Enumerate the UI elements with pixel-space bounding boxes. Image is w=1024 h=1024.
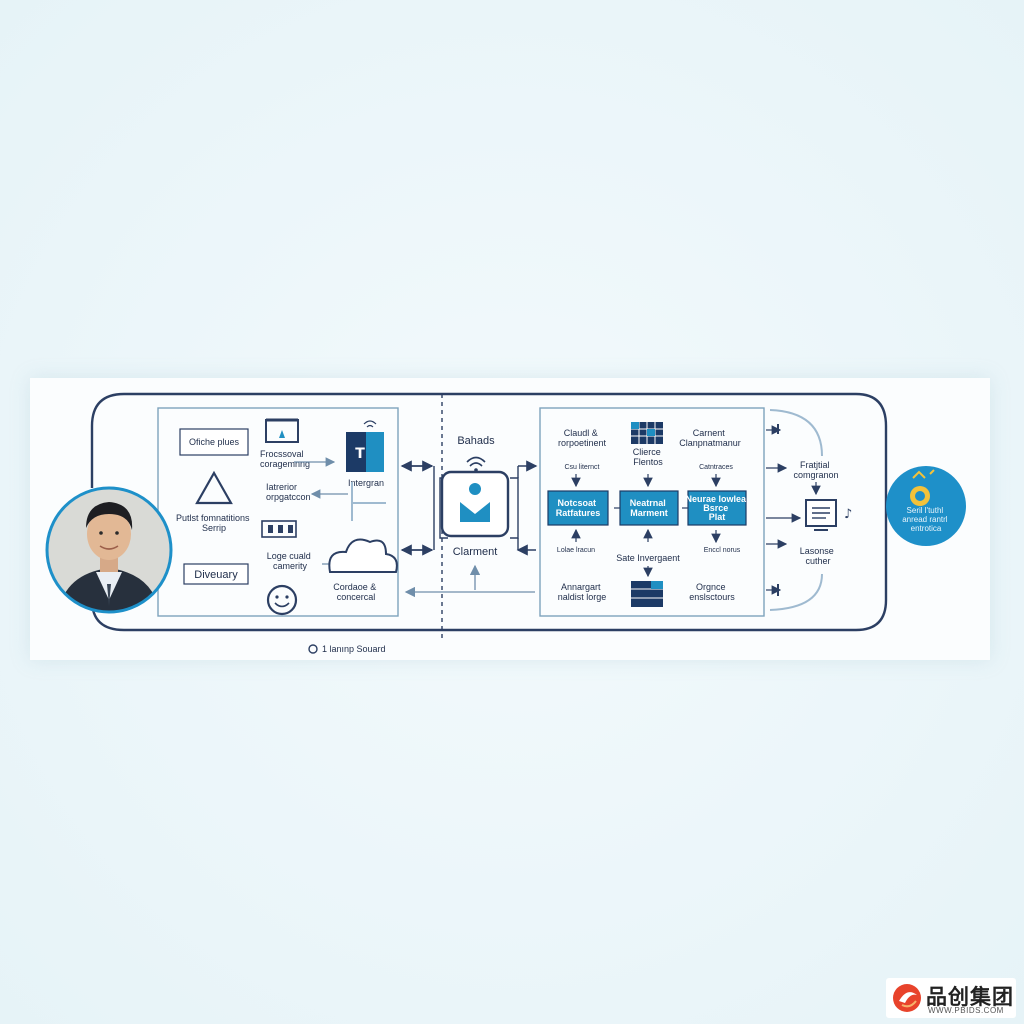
watermark: 品创集团 WWW.PBIDS.COM bbox=[886, 978, 1016, 1018]
avatar bbox=[45, 486, 173, 614]
cloud-icon bbox=[328, 538, 398, 573]
organize-label: Orgnce enslsctours bbox=[689, 582, 735, 602]
small-mid-label: Catntraces bbox=[699, 464, 733, 471]
arrangement-line-1: Annargart bbox=[561, 582, 601, 592]
right-panel bbox=[539, 407, 765, 617]
interface-line-1: Iatrerior bbox=[266, 482, 297, 492]
arrangement-line-2: naldist lorge bbox=[558, 592, 607, 602]
lasonic-line-1: Lasonse bbox=[800, 546, 834, 556]
music-note-icon: ♪ bbox=[844, 507, 852, 522]
footer-text: 1 lanınp Souard bbox=[322, 644, 386, 654]
recycle-icon bbox=[195, 470, 233, 505]
module-button-1[interactable]: Notcsoat Ratfatures bbox=[547, 490, 609, 526]
module-1-label: Notcsoat Ratfatures bbox=[556, 498, 601, 518]
right-cloud-line-2: rorpoetinent bbox=[558, 438, 607, 448]
badge-line-3: entrotica bbox=[911, 524, 942, 533]
lasonic-line-2: cuther bbox=[805, 556, 830, 566]
discovery-label: Diveuary bbox=[194, 569, 238, 581]
right-cloud-line-1: Claudl & bbox=[564, 428, 598, 438]
cloud-line-1: Cordaoe & bbox=[333, 582, 376, 592]
brand-url: WWW.PBIDS.COM bbox=[928, 1006, 1004, 1015]
central-device-icon bbox=[440, 470, 510, 538]
flow-diagram: Ofiche plues Frocssoval coragemnng T Int… bbox=[45, 392, 966, 654]
module-3-line-3: Plat bbox=[709, 512, 726, 522]
film-strip-icon bbox=[261, 520, 297, 538]
cloud-label: Cordaoe & concercal bbox=[333, 582, 379, 602]
svg-text:T: T bbox=[355, 446, 365, 462]
chrome-label: Clierce Flentos bbox=[633, 447, 664, 467]
small-left-label: Csu liternct bbox=[564, 464, 599, 471]
feature-label: Fratjtial comgranon bbox=[793, 460, 838, 480]
brand-name: 品创集团 bbox=[926, 985, 1014, 1009]
module-button-2[interactable]: Neatrnal Marment bbox=[619, 490, 679, 526]
module-1-line-2: Ratfatures bbox=[556, 508, 601, 518]
center-bottom-label: Clarment bbox=[453, 546, 498, 558]
partial-line-2: Serrip bbox=[202, 523, 226, 533]
processed-line-1: Frocssoval bbox=[260, 449, 304, 459]
feature-line-1: Fratjtial bbox=[800, 460, 830, 470]
management-label: Sate Invergaent bbox=[616, 553, 680, 563]
large-line-1: Loge cuald bbox=[267, 551, 311, 561]
badge-line-2: anread rantrl bbox=[902, 515, 948, 524]
module-button-3[interactable]: Neurae lowlea Bsrce Plat bbox=[685, 490, 748, 526]
partial-label: Putlst fomnatitions Serrip bbox=[176, 513, 252, 533]
document-icon bbox=[805, 499, 837, 531]
partial-line-1: Putlst fomnatitions bbox=[176, 513, 250, 523]
badge-line-1: Seril l'tuthl bbox=[907, 506, 944, 515]
chrome-line-1: Clierce bbox=[633, 447, 661, 457]
module-3-label: Neurae lowlea Bsrce Plat bbox=[685, 494, 748, 522]
organize-line-1: Orgnce bbox=[696, 582, 726, 592]
content-line-2: Clanpnatmanur bbox=[679, 438, 741, 448]
offline-plus-box: Ofiche plues bbox=[179, 428, 249, 456]
module-2-line-1: Neatrnal bbox=[630, 498, 666, 508]
wifi-icon bbox=[466, 456, 486, 472]
content-label: Carnent Clanpnatmanur bbox=[679, 428, 741, 448]
small-bl-label: Lolae lracun bbox=[557, 547, 595, 554]
module-3-line-1: Neurae lowlea bbox=[685, 494, 747, 504]
processed-line-2: coragemnng bbox=[260, 459, 310, 469]
chrome-line-2: Flentos bbox=[633, 457, 663, 467]
grid-icon-top bbox=[631, 422, 663, 444]
small-br-label: Enccl norus bbox=[704, 547, 741, 554]
module-3-line-2: Bsrce bbox=[703, 503, 728, 513]
cloud-line-2: concercal bbox=[337, 592, 376, 602]
output-badge[interactable]: Seril l'tuthl anread rantrl entrotica bbox=[886, 466, 966, 546]
feature-line-2: comgranon bbox=[793, 470, 838, 480]
outer-loop bbox=[90, 392, 888, 632]
large-capacity-label: Loge cuald camerity bbox=[267, 551, 314, 571]
integration-label: Intergran bbox=[348, 478, 384, 488]
right-cloud-label: Claudl & rorpoetinent bbox=[558, 428, 607, 448]
module-2-label: Neatrnal Marment bbox=[630, 498, 669, 518]
module-2-line-2: Marment bbox=[630, 508, 668, 518]
discovery-box: Diveuary bbox=[183, 563, 249, 585]
offline-label: Ofiche plues bbox=[189, 437, 240, 447]
grid-icon-bottom bbox=[631, 581, 663, 607]
smiley-icon bbox=[266, 584, 298, 616]
lasonic-label: Lasonse cuther bbox=[800, 546, 837, 566]
interface-label: Iatrerior orpgatccon bbox=[266, 482, 311, 502]
footer-caption: 1 lanınp Souard bbox=[308, 644, 386, 654]
arrangement-label: Annargart naldist lorge bbox=[558, 582, 607, 602]
center-top-label: Bahads bbox=[457, 435, 495, 447]
diagram-card: Ofiche plues Frocssoval coragemnng T Int… bbox=[30, 378, 990, 660]
badge-label: Seril l'tuthl anread rantrl entrotica bbox=[902, 506, 950, 533]
integration-book-icon: T bbox=[346, 420, 384, 472]
content-line-1: Carnent bbox=[693, 428, 726, 438]
interface-line-2: orpgatccon bbox=[266, 492, 311, 502]
large-line-2: camerity bbox=[273, 561, 308, 571]
processed-label: Frocssoval coragemnng bbox=[260, 449, 310, 469]
gate-icon bbox=[265, 418, 299, 443]
brand-logo-icon bbox=[893, 984, 921, 1012]
module-1-line-1: Notcsoat bbox=[557, 498, 596, 508]
organize-line-2: enslsctours bbox=[689, 592, 735, 602]
